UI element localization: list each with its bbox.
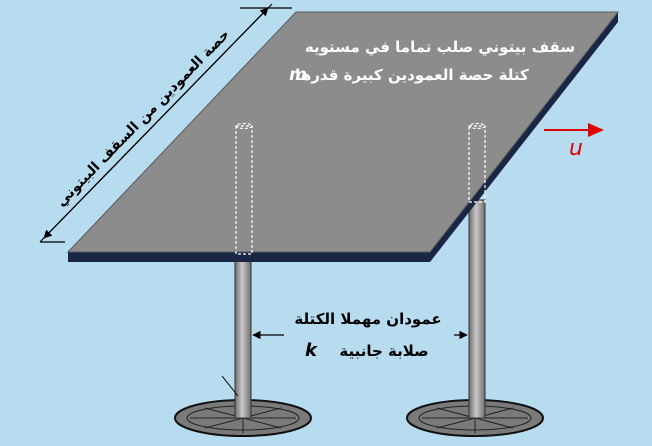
right-column-hidden [468,125,486,203]
columns-description-line1: عمودان مهملا الكتلة [294,310,441,328]
leader-line [221,375,239,397]
slab-dimension [39,3,292,243]
displacement-label: u [569,136,583,161]
mass-symbol: m [289,65,307,85]
left-column [234,257,252,419]
columns-label-box [284,304,454,366]
stiffness-symbol: k [305,340,318,361]
right-column [468,199,486,419]
columns-description-line2: صلابة جانبية [339,342,428,360]
slab-description-line2: كتلة حصة العمودين كبيرة قدرها [295,66,529,84]
slab-description-line1: سقف بيتوني صلب تماما في مستويه [305,38,575,56]
displacement-arrow [544,123,604,137]
right-column-top [468,122,486,130]
